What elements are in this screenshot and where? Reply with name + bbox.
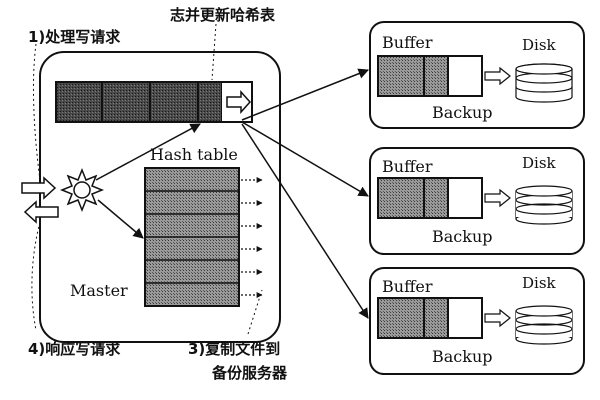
replicate-arrow-2: [241, 121, 369, 197]
step1-label: 1)处理写请求: [28, 28, 121, 46]
disk-icon: [515, 63, 573, 103]
buffer-label: Buffer: [382, 157, 433, 176]
buffer-label: Buffer: [382, 277, 433, 296]
replicate-arrow-3: [241, 123, 369, 319]
step3-label-line1: 3)复制文件到: [188, 340, 280, 358]
leader-step1: [32, 43, 41, 181]
disk-label: Disk: [522, 154, 557, 172]
backup-label: Backup: [432, 103, 493, 122]
arrow-to-hash: [97, 199, 144, 239]
leader-step4: [31, 221, 41, 331]
master-log-strip: [55, 81, 253, 123]
backup-server-1: [369, 21, 585, 129]
hash-row-pointers: [241, 177, 263, 298]
master-box: [39, 51, 281, 343]
hash-table: [144, 167, 240, 307]
master-label: Master: [70, 281, 128, 300]
arrow-to-log: [95, 123, 201, 181]
disk-label: Disk: [522, 274, 557, 292]
leader-step2: [211, 23, 217, 81]
buffer-label: Buffer: [382, 33, 433, 52]
step3-label-line2: 备份服务器: [211, 364, 288, 382]
backup-server-2: [369, 147, 585, 255]
leader-step3: [247, 289, 263, 335]
backup-label: Backup: [432, 347, 493, 366]
hash-table-label: Hash table: [150, 145, 238, 164]
outgoing-response-arrow-icon: [23, 200, 59, 224]
processor-starburst-icon: [59, 167, 105, 213]
replicate-arrow-1: [241, 68, 369, 121]
step4-label: 4)响应写请求: [28, 340, 121, 358]
backup-server-3: [369, 267, 585, 375]
backup-label: Backup: [432, 227, 493, 246]
log-append-arrow-icon: [226, 90, 252, 114]
step2-label: 志并更新哈希表: [170, 6, 276, 24]
incoming-request-arrow-icon: [21, 176, 57, 200]
disk-icon: [515, 305, 573, 345]
disk-label: Disk: [522, 36, 557, 54]
disk-icon: [515, 185, 573, 225]
